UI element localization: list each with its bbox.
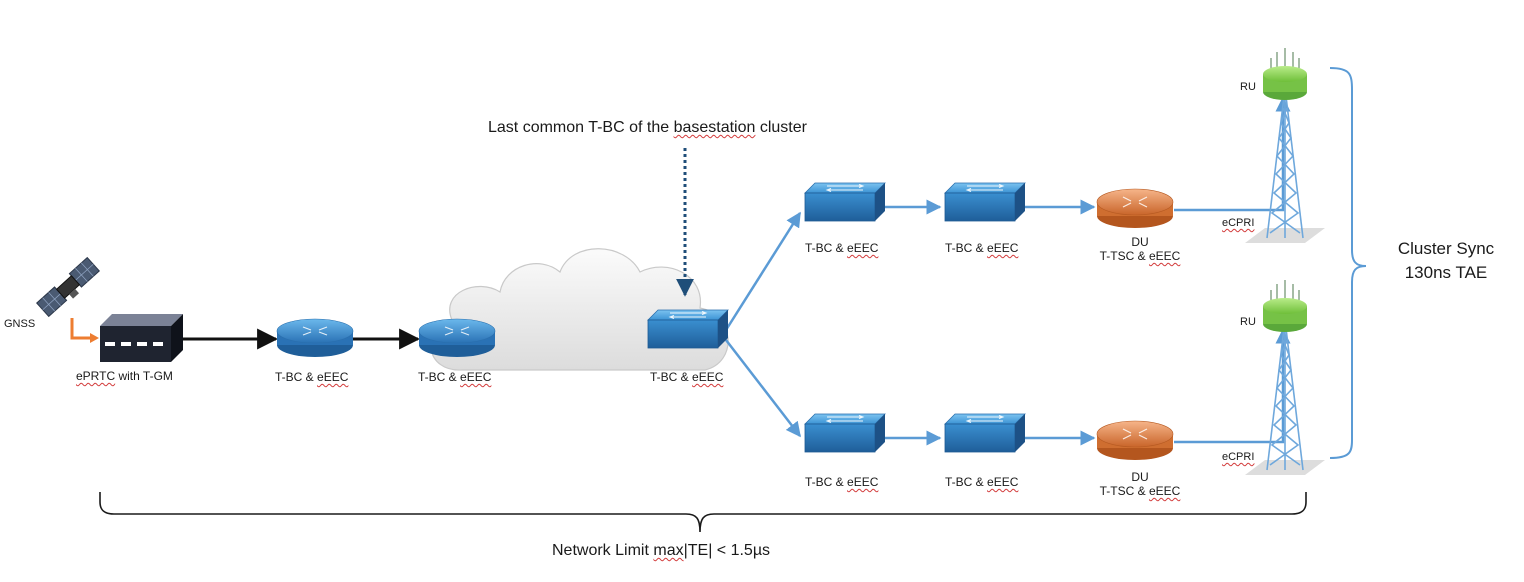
gnss-satellite-icon — [36, 256, 100, 318]
annotation-text-prefix: Last common T-BC of the — [488, 119, 674, 136]
du-lower-icon — [1096, 420, 1174, 461]
tbc-switch-cloud-icon — [647, 309, 729, 349]
node-label-prefix: T-BC & — [805, 241, 848, 255]
eprtc-label-word: ePRTC — [76, 369, 116, 383]
network-limit-brace — [99, 492, 1307, 533]
tbc-switch-upper-2-icon — [944, 182, 1026, 222]
tbc-switch-lower-2-label: T-BC & eEEC — [945, 475, 1018, 489]
eprtc-label-rest: with T-GM — [115, 369, 173, 383]
tbc-switch-lower-1-label: T-BC & eEEC — [805, 475, 878, 489]
network-limit-label: Network Limit max|TE| < 1.5µs — [552, 541, 770, 561]
cluster-sync-line2: 130ns TAE — [1404, 263, 1488, 282]
tbc-router-2-icon — [418, 318, 496, 358]
tbc-router-2-label: T-BC & eEEC — [418, 370, 491, 384]
node-label-word: eEEC — [987, 475, 1019, 489]
ru-tower-lower-icon — [1244, 279, 1326, 476]
annotation-last-common-tbc: Last common T-BC of the basestation clus… — [488, 118, 807, 138]
ru-lower-label: RU — [1240, 316, 1256, 328]
ecpri-upper-text: eCPRI — [1222, 217, 1255, 229]
node-label-word: eEEC — [847, 241, 879, 255]
network-limit-word: max — [653, 542, 684, 559]
du-upper-label: DU T-TSC & eEEC — [1096, 235, 1184, 263]
tbc-switch-upper-1-label: T-BC & eEEC — [805, 241, 878, 255]
eprtc-label: ePRTC with T-GM — [76, 369, 173, 383]
gnss-signal-arrow — [70, 318, 90, 340]
link-upper-du-to-ru — [1174, 96, 1291, 212]
node-label-word: eEEC — [317, 370, 349, 384]
link-lower-du-to-ru — [1174, 328, 1291, 444]
node-label-word: eEEC — [847, 475, 879, 489]
node-label-word: eEEC — [987, 241, 1019, 255]
ecpri-lower-text: eCPRI — [1222, 451, 1255, 463]
cluster-sync-line1: Cluster Sync — [1397, 239, 1495, 258]
network-limit-suffix: |TE| < 1.5µs — [683, 542, 771, 559]
du-upper-title: DU — [1131, 235, 1149, 249]
tbc-switch-upper-1-icon — [804, 182, 886, 222]
node-label-word: eEEC — [460, 370, 492, 384]
annotation-text-suffix: cluster — [755, 119, 807, 136]
du-role-prefix: T-TSC & — [1099, 484, 1149, 498]
link-cloud-to-lower — [725, 339, 801, 438]
node-label-prefix: T-BC & — [418, 370, 461, 384]
node-label-prefix: T-BC & — [805, 475, 848, 489]
node-label-prefix: T-BC & — [650, 370, 693, 384]
gnss-label: GNSS — [4, 318, 36, 330]
node-label-word: eEEC — [692, 370, 724, 384]
du-lower-title: DU — [1131, 470, 1149, 484]
ecpri-upper-label: eCPRI — [1222, 216, 1254, 230]
du-upper-role: T-TSC & eEEC — [1096, 249, 1184, 263]
ru-tower-upper-icon — [1244, 47, 1326, 244]
du-lower-role: T-TSC & eEEC — [1096, 484, 1184, 498]
link-cloud-to-upper — [724, 211, 802, 331]
du-lower-label: DU T-TSC & eEEC — [1096, 470, 1184, 498]
node-label-prefix: T-BC & — [945, 241, 988, 255]
du-role-word: eEEC — [1148, 484, 1181, 498]
cluster-sync-label: Cluster Sync 130ns TAE — [1384, 237, 1508, 285]
cluster-sync-brace — [1329, 67, 1367, 459]
ecpri-lower-label: eCPRI — [1222, 450, 1254, 464]
network-limit-prefix: Network Limit — [552, 542, 654, 559]
eprtc-device-icon — [100, 314, 183, 362]
tbc-switch-upper-2-label: T-BC & eEEC — [945, 241, 1018, 255]
ru-upper-label: RU — [1240, 81, 1256, 93]
du-upper-icon — [1096, 188, 1174, 229]
tbc-switch-lower-1-icon — [804, 413, 886, 453]
du-role-word: eEEC — [1148, 249, 1181, 263]
annotation-text-word: basestation — [673, 119, 756, 136]
tbc-router-1-label: T-BC & eEEC — [275, 370, 348, 384]
node-label-prefix: T-BC & — [275, 370, 318, 384]
tbc-router-1-icon — [276, 318, 354, 358]
tbc-switch-lower-2-icon — [944, 413, 1026, 453]
tbc-switch-cloud-label: T-BC & eEEC — [650, 370, 723, 384]
du-role-prefix: T-TSC & — [1099, 249, 1149, 263]
node-label-prefix: T-BC & — [945, 475, 988, 489]
